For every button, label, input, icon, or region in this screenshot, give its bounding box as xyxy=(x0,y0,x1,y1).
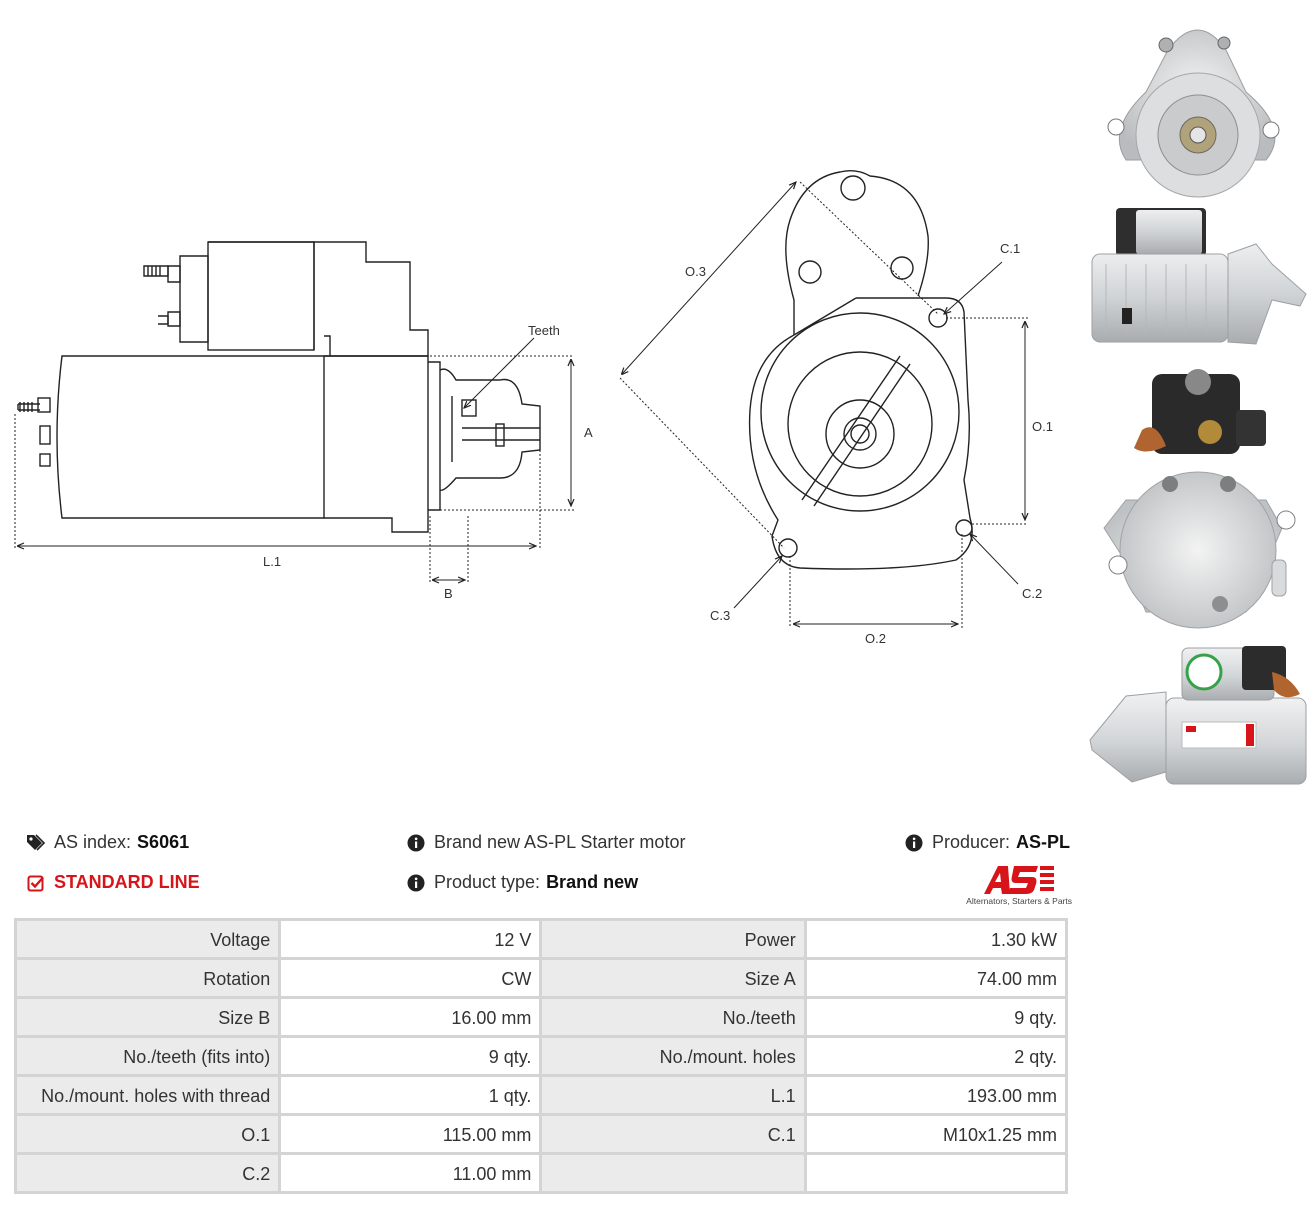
product-photo-label-side[interactable] xyxy=(1086,642,1308,788)
as-index-label: AS index: xyxy=(54,832,132,852)
info-circle-icon xyxy=(406,833,426,853)
label-o1: O.1 xyxy=(1032,419,1053,434)
tags-icon xyxy=(26,833,46,853)
as-index-row: AS index: S6061 xyxy=(26,832,189,853)
label-c1: C.1 xyxy=(1000,241,1020,256)
product-photo-rear[interactable] xyxy=(1086,360,1308,634)
producer-row: Producer: AS-PL xyxy=(904,832,1070,853)
product-photo-side[interactable] xyxy=(1086,204,1308,350)
spec-value: 9 qty. xyxy=(278,1035,543,1077)
spec-row: No./teeth (fits into)9 qty.No./mount. ho… xyxy=(13,1035,1069,1077)
spec-name: Rotation xyxy=(13,957,282,999)
spec-name: No./mount. holes xyxy=(539,1035,807,1077)
spec-value: 16.00 mm xyxy=(278,996,543,1038)
spec-name: Voltage xyxy=(13,918,282,960)
spec-value: 115.00 mm xyxy=(278,1113,543,1155)
spec-value: 74.00 mm xyxy=(803,957,1069,999)
spec-value: 9 qty. xyxy=(803,996,1069,1038)
info-circle-icon xyxy=(406,873,426,893)
spec-name: L.1 xyxy=(539,1074,807,1116)
spec-name: Size B xyxy=(13,996,282,1038)
label-b: B xyxy=(444,586,453,601)
standard-line-badge: STANDARD LINE xyxy=(54,872,200,892)
label-c2: C.2 xyxy=(1022,586,1042,601)
spec-value xyxy=(803,1152,1069,1194)
spec-name: Power xyxy=(539,918,807,960)
spec-value: M10x1.25 mm xyxy=(803,1113,1069,1155)
as-pl-logo: Alternators, Starters & Parts xyxy=(960,862,1072,908)
spec-value: 11.00 mm xyxy=(278,1152,543,1194)
spec-name: No./mount. holes with thread xyxy=(13,1074,282,1116)
spec-name: C.1 xyxy=(539,1113,807,1155)
spec-name: O.1 xyxy=(13,1113,282,1155)
check-square-icon xyxy=(26,873,46,893)
spec-value: 193.00 mm xyxy=(803,1074,1069,1116)
spec-value: 2 qty. xyxy=(803,1035,1069,1077)
spec-name: C.2 xyxy=(13,1152,282,1194)
product-type-value: Brand new xyxy=(546,872,639,892)
side-view xyxy=(17,241,541,533)
product-photo-front[interactable] xyxy=(1086,10,1308,200)
product-type-label: Product type: xyxy=(434,872,541,892)
logo-tagline: Alternators, Starters & Parts xyxy=(966,896,1072,906)
standard-line-row: STANDARD LINE xyxy=(26,872,200,893)
label-teeth: Teeth xyxy=(528,323,560,338)
technical-drawing: Teeth A L.1 B O.1 O.2 O.3 C.1 C.2 C.3 xyxy=(14,169,1053,646)
front-dimensions xyxy=(619,182,1028,628)
label-a: A xyxy=(584,425,593,440)
label-l1: L.1 xyxy=(263,554,281,569)
spec-value: CW xyxy=(278,957,543,999)
spec-name xyxy=(539,1152,807,1194)
description-row: Brand new AS-PL Starter motor xyxy=(406,832,685,853)
description-text: Brand new AS-PL Starter motor xyxy=(434,832,686,852)
producer-label: Producer: xyxy=(932,832,1011,852)
spec-value: 1.30 kW xyxy=(803,918,1069,960)
as-index-value: S6061 xyxy=(137,832,190,852)
spec-name: No./teeth (fits into) xyxy=(13,1035,282,1077)
as-logo-mark xyxy=(984,866,1054,894)
front-view xyxy=(748,169,973,570)
spec-name: Size A xyxy=(539,957,807,999)
product-type-row: Product type: Brand new xyxy=(406,872,638,893)
producer-value: AS-PL xyxy=(1016,832,1071,852)
label-c3: C.3 xyxy=(710,608,730,623)
spec-value: 1 qty. xyxy=(278,1074,543,1116)
label-o2: O.2 xyxy=(865,631,886,646)
info-circle-icon xyxy=(904,833,924,853)
side-dimensions xyxy=(14,337,574,584)
label-o3: O.3 xyxy=(685,264,706,279)
spec-value: 12 V xyxy=(278,918,543,960)
spec-name: No./teeth xyxy=(539,996,807,1038)
